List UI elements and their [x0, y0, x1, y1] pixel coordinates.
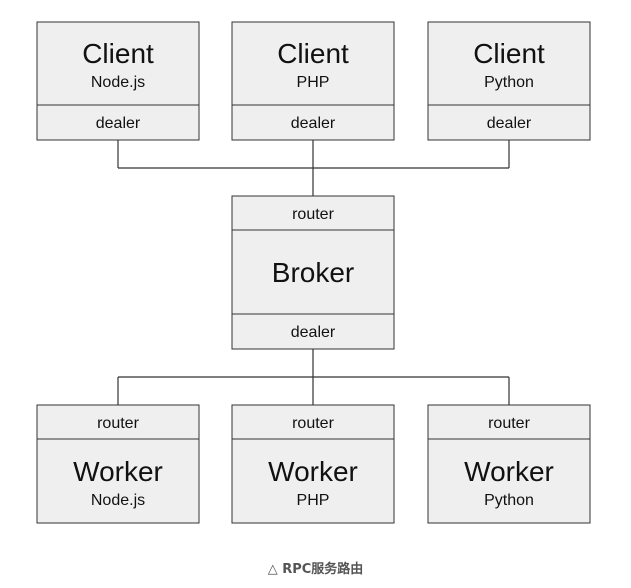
worker-php-subtitle: PHP [297, 492, 330, 509]
worker-php-socket: router [292, 415, 334, 432]
worker-python-socket: router [488, 415, 530, 432]
broker-dealer-socket: dealer [291, 324, 336, 341]
client-nodejs-subtitle: Node.js [91, 74, 145, 91]
worker-php-node: router Worker PHP [231, 404, 395, 524]
broker-node: router Broker dealer [231, 195, 395, 350]
worker-php-title: Worker [268, 456, 358, 487]
client-php-node: Client PHP dealer [231, 21, 395, 141]
client-php-socket: dealer [291, 115, 336, 132]
client-python-node: Client Python dealer [427, 21, 591, 141]
worker-nodejs-subtitle: Node.js [91, 492, 145, 509]
client-php-title: Client [277, 38, 349, 69]
worker-python-node: router Worker Python [427, 404, 591, 524]
client-connectors [117, 140, 510, 196]
broker-router-socket: router [292, 206, 334, 223]
worker-nodejs-socket: router [97, 415, 139, 432]
client-nodejs-title: Client [82, 38, 154, 69]
worker-connectors [117, 349, 510, 405]
client-python-title: Client [473, 38, 545, 69]
client-php-subtitle: PHP [297, 74, 330, 91]
client-nodejs-socket: dealer [96, 115, 141, 132]
broker-title: Broker [272, 257, 354, 288]
worker-python-title: Worker [464, 456, 554, 487]
figure-caption: △ RPC服务路由 [0, 558, 631, 577]
triangle-icon: △ [267, 562, 278, 577]
client-python-socket: dealer [487, 115, 532, 132]
worker-nodejs-title: Worker [73, 456, 163, 487]
caption-text: RPC服务路由 [282, 562, 364, 577]
worker-python-subtitle: Python [484, 492, 534, 509]
worker-nodejs-node: router Worker Node.js [36, 404, 200, 524]
client-nodejs-node: Client Node.js dealer [36, 21, 200, 141]
client-python-subtitle: Python [484, 74, 534, 91]
